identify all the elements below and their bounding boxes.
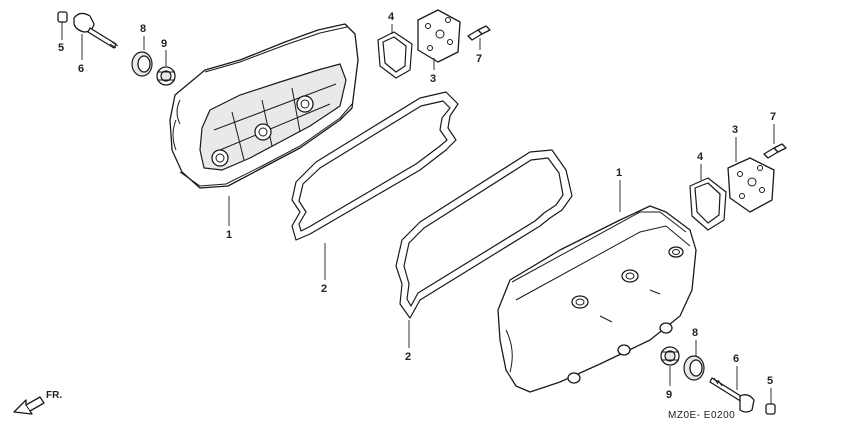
- callout-9-right: 9: [666, 389, 672, 401]
- right-screw: [763, 143, 787, 159]
- drawing-code: MZ0E- E0200: [668, 410, 735, 421]
- right-cylinder-head-cover: [497, 205, 697, 393]
- callout-6-left: 6: [78, 63, 84, 75]
- callout-2-left: 2: [321, 283, 327, 295]
- callout-8-right: 8: [692, 327, 698, 339]
- callout-4-right: 4: [697, 151, 704, 163]
- right-cap-nut: [765, 403, 776, 415]
- callout-9-left: 9: [161, 38, 167, 50]
- callout-1-right: 1: [616, 167, 622, 179]
- callout-3-left: 3: [430, 73, 436, 85]
- right-grommet: [660, 346, 680, 366]
- callout-1-left: 1: [226, 229, 232, 241]
- callout-6-right: 6: [733, 353, 739, 365]
- direction-label: FR.: [46, 390, 62, 401]
- left-breather-plate: [417, 9, 461, 63]
- left-special-bolt: [73, 12, 119, 49]
- right-washer: [683, 355, 705, 381]
- right-breather-plate: [727, 157, 775, 213]
- front-direction-arrow: [13, 396, 45, 415]
- callout-8-left: 8: [140, 23, 146, 35]
- right-plate-gasket: [689, 177, 727, 231]
- callout-7-left: 7: [476, 53, 482, 65]
- left-cover-gasket: [291, 91, 459, 241]
- left-screw: [467, 25, 491, 41]
- right-special-bolt: [709, 377, 755, 413]
- left-plate-gasket: [377, 31, 413, 79]
- left-grommet: [156, 66, 176, 86]
- left-washer: [131, 51, 153, 77]
- callout-5-left: 5: [58, 42, 64, 54]
- left-cylinder-head-cover: [169, 23, 359, 189]
- left-cap-nut: [57, 11, 68, 23]
- callout-7-right: 7: [770, 111, 776, 123]
- callout-5-right: 5: [767, 375, 773, 387]
- callout-2-right: 2: [405, 351, 411, 363]
- callout-4-left: 4: [388, 11, 395, 23]
- right-cover-gasket: [395, 149, 573, 319]
- callout-3-right: 3: [732, 124, 738, 136]
